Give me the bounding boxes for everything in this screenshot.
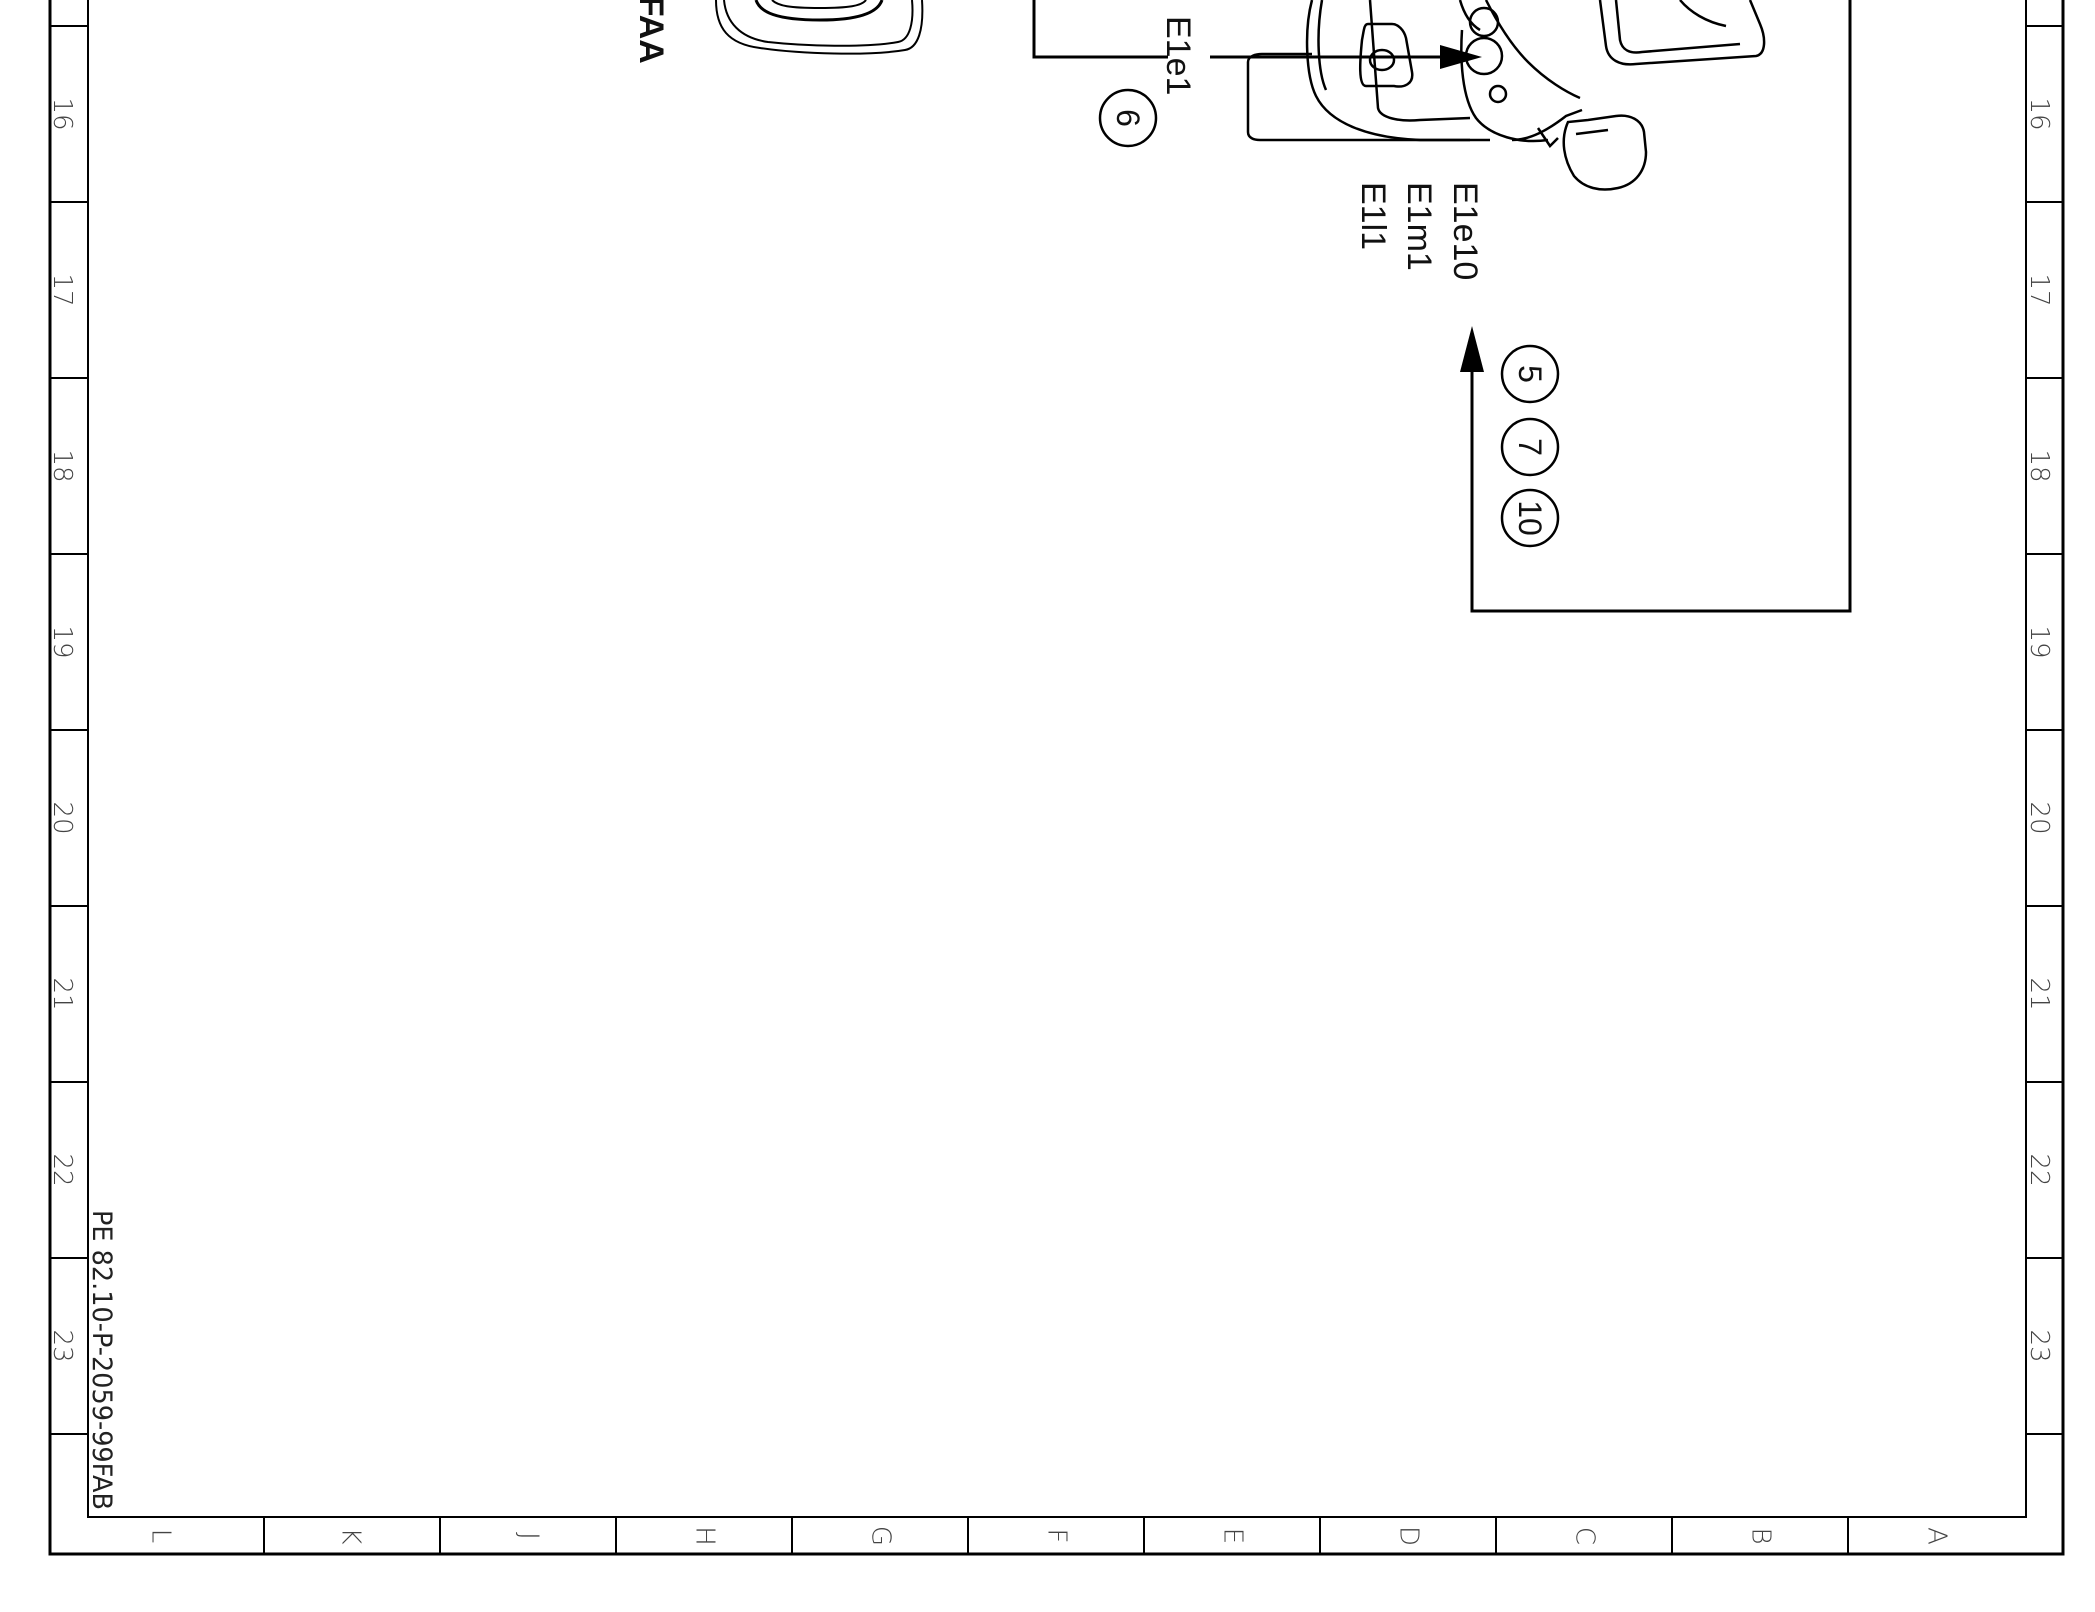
bottom-zone-label: B [1746,1527,1776,1544]
component-label-e1e1: E1e1 [1159,16,1197,95]
left-zone-label: 23 [47,1329,77,1362]
bottom-zone-labels: L K J H G F E D C B A [146,1526,1952,1546]
part-code-label: 01FAA [632,0,670,64]
right-zone-label: 22 [2024,1153,2054,1186]
callout-6: 6 [1098,88,1158,148]
bottom-zone-label: K [336,1527,366,1544]
right-zone-label: 20 [2024,801,2054,834]
switch-housing-drawing [1246,0,1766,191]
callout-number: 10 [1512,500,1548,536]
left-zone-label: 16 [47,97,77,130]
component-label-e1m1: E1m1 [1400,182,1438,271]
component-label-e1e10: E1e10 [1446,182,1484,280]
callout-number: 5 [1512,365,1548,383]
callout-5: 5 [1500,344,1560,404]
right-zone-label: 18 [2024,449,2054,482]
left-zone-label: 20 [47,801,77,834]
component-label-e1l1: E1l1 [1354,182,1392,250]
document-number: PE 82.10-P-2059-99FAB [86,1210,117,1510]
lower-connection-box [1470,0,1852,613]
bottom-zone-dividers [263,1517,1849,1554]
inner-frame [87,0,2027,1518]
callout-number: 7 [1512,438,1548,456]
connection-lines [1032,0,1852,613]
bottom-zone-label: D [1394,1526,1424,1546]
left-zone-label: 18 [47,449,77,482]
left-zone-label: 22 [47,1153,77,1186]
left-zone-dividers [50,25,88,1435]
left-zone-label: 19 [47,625,77,658]
bottom-zone-label: G [866,1526,896,1546]
right-zone-dividers [2026,25,2063,1435]
bottom-zone-label: C [1570,1527,1600,1545]
right-zone-label: 23 [2024,1329,2054,1362]
right-zone-label: 19 [2024,625,2054,658]
right-zone-label: 17 [2024,273,2054,306]
bottom-zone-label: F [1042,1529,1072,1544]
left-zone-labels: 16 17 18 19 20 21 22 23 [47,97,77,1362]
callout-number: 6 [1110,109,1146,127]
bottom-zone-label: E [1218,1528,1248,1544]
left-zone-label: 21 [47,977,77,1010]
outer-frame [48,0,2065,1556]
bottom-zone-label: H [690,1526,720,1546]
bottom-zone-label: J [514,1532,544,1540]
arrowhead-up [1460,326,1484,372]
upper-connector-line [1032,0,1168,59]
bottom-zone-label: L [146,1529,176,1544]
right-zone-label: 21 [2024,977,2054,1010]
round-component-drawing [715,0,924,55]
callout-10: 10 [1500,488,1560,548]
callout-7: 7 [1500,417,1560,477]
bottom-zone-label: A [1922,1527,1952,1545]
left-zone-label: 17 [47,273,77,306]
right-zone-labels: 16 17 18 19 20 21 22 23 [2024,97,2054,1362]
right-zone-label: 16 [2024,97,2054,130]
